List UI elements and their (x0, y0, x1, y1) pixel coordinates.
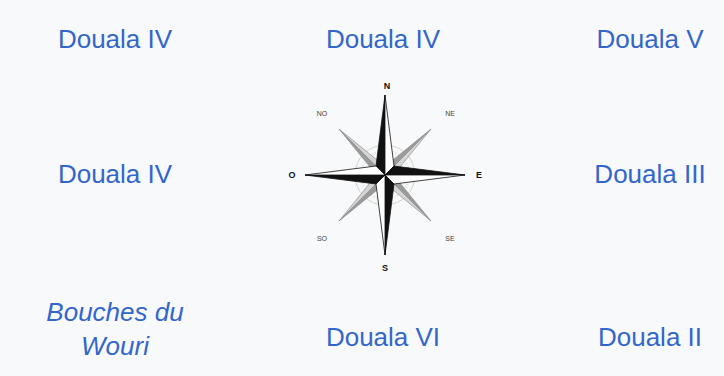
compass-letter: SE (445, 235, 454, 242)
compass-letter: N (384, 82, 391, 91)
compass-letter: S (382, 264, 388, 273)
compass-letter: NO (317, 110, 328, 117)
compass-letter: O (288, 171, 295, 180)
neighbour-name: Douala III (594, 158, 705, 192)
neighbour-name: Bouches du Wouri (15, 296, 215, 364)
neighbour-name: Douala VI (326, 321, 440, 355)
cardinal-arms (305, 95, 465, 255)
neighbour-name: Douala IV (58, 158, 172, 192)
compass-letter: SO (317, 235, 327, 242)
compass-letter: NE (445, 110, 455, 117)
neighbour-name: Douala II (598, 321, 702, 355)
neighbour-name: Douala IV (326, 23, 440, 57)
neighbour-name: Douala IV (58, 23, 172, 57)
compass-letter: E (476, 171, 482, 180)
neighbour-name: Douala V (597, 23, 704, 57)
